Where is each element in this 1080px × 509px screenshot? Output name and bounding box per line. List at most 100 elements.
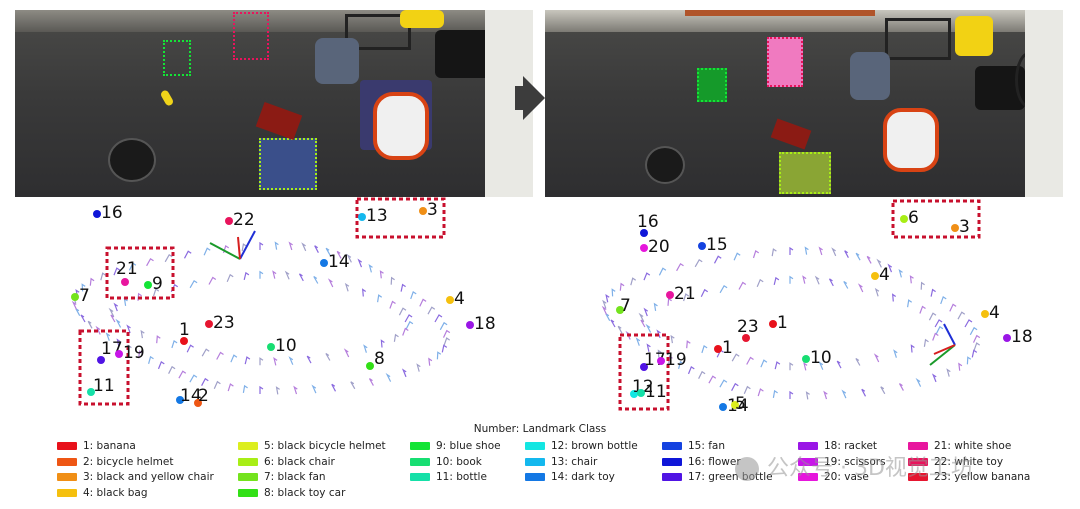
- yellow-chair: [400, 10, 444, 28]
- red-box: [256, 102, 302, 140]
- landmark-label: 11: [93, 376, 115, 396]
- camera-pose-marker: [921, 283, 924, 290]
- camera-pose-marker: [790, 277, 793, 284]
- camera-pose-marker: [677, 264, 684, 271]
- camera-pose-marker: [790, 248, 793, 255]
- camera-pose-marker: [911, 276, 914, 283]
- landmark-label: 13: [366, 206, 388, 226]
- camera-pose-marker: [833, 249, 836, 256]
- blue-shoe: [163, 40, 191, 76]
- camera-pose-marker: [790, 363, 793, 370]
- camera-pose-marker: [260, 387, 263, 394]
- camera-pose-marker: [405, 315, 412, 322]
- camera-pose-marker: [844, 282, 848, 289]
- camera-pose-marker: [364, 346, 367, 353]
- camera-pose-marker: [76, 309, 80, 316]
- landmark-point: [666, 291, 674, 299]
- legend-item: 5: black bicycle helmet: [238, 440, 386, 452]
- camera-pose-marker: [920, 307, 926, 314]
- camera-pose-marker: [620, 284, 624, 291]
- landmark-label: 20: [648, 237, 670, 257]
- camera-pose-marker: [747, 358, 754, 365]
- camera-pose-marker: [440, 323, 447, 330]
- camera-pose-marker: [260, 358, 263, 365]
- legend-swatch: [57, 489, 77, 497]
- camera-pose-marker: [941, 297, 947, 304]
- camera-pose-marker: [659, 268, 666, 275]
- legend-swatch: [662, 473, 682, 481]
- legend-swatch: [662, 442, 682, 450]
- landmark-label: 4: [989, 303, 1000, 323]
- camera-pose-marker: [273, 272, 276, 279]
- camera-pose-marker: [227, 275, 233, 282]
- camera-pose-marker: [277, 387, 280, 394]
- camera-pose-marker: [399, 308, 406, 315]
- camera-pose-marker: [734, 253, 740, 260]
- pink-toy-mask: [767, 37, 803, 87]
- legend-swatch: [57, 458, 77, 466]
- landmark-point: [466, 321, 474, 329]
- legend-item: 4: black bag: [57, 487, 148, 499]
- camera-pose-marker: [329, 280, 332, 287]
- landmark-label: 19: [665, 350, 687, 370]
- camera-pose-marker: [612, 289, 615, 296]
- landmark-label: 21: [674, 284, 696, 304]
- camera-pose-marker: [420, 299, 426, 306]
- camera-pose-marker: [720, 286, 727, 293]
- camera-pose-marker: [290, 358, 293, 365]
- camera-pose-marker: [391, 278, 394, 285]
- camera-pose-marker: [881, 387, 885, 394]
- camera-pose-marker: [428, 307, 435, 314]
- landmark-label: 19: [123, 343, 145, 363]
- camera-pose-marker: [411, 292, 417, 299]
- camera-pose-marker: [90, 279, 94, 286]
- legend-label: 4: black bag: [83, 487, 148, 499]
- camera-pose-marker: [406, 322, 413, 329]
- camera-pose-marker: [965, 320, 972, 327]
- camera-pose-marker: [88, 321, 92, 328]
- yellow-chair: [955, 16, 993, 56]
- camera-pose-marker: [435, 315, 442, 322]
- camera-pose-marker: [209, 278, 216, 285]
- camera-pose-marker: [117, 321, 121, 328]
- camera-pose-marker: [403, 329, 409, 336]
- landmark-label: 22: [233, 210, 255, 230]
- camera-pose-marker: [900, 384, 904, 391]
- camera-pose-marker: [147, 259, 154, 266]
- legend-swatch: [410, 458, 430, 466]
- landmark-label: 6: [908, 208, 919, 228]
- wechat-icon: [735, 457, 759, 481]
- landmark-label: 23: [737, 317, 759, 337]
- legend-title: Number: Landmark Class: [0, 423, 1080, 435]
- camera-pose-marker: [699, 372, 706, 379]
- landmark-label: 21: [116, 259, 138, 279]
- camera-pose-marker: [894, 351, 897, 358]
- camera-pose-marker: [739, 283, 746, 290]
- camera-pose-marker: [744, 387, 750, 394]
- legend-label: 2: bicycle helmet: [83, 456, 173, 468]
- camera-pose-marker: [611, 320, 615, 327]
- camera-pose-marker: [437, 352, 440, 359]
- camera-pose-marker: [967, 357, 970, 364]
- legend-item: 6: black chair: [238, 456, 335, 468]
- landmark-label: 1: [179, 320, 190, 340]
- trajectory-right: [603, 248, 980, 400]
- landmark-point: [366, 362, 374, 370]
- camera-pose-marker: [228, 384, 233, 391]
- camera-pose-marker: [837, 361, 841, 368]
- gray-bag: [850, 52, 890, 100]
- landmarks-right: 16201563472141823111017191211145: [616, 208, 1033, 416]
- landmark-label: 3: [959, 217, 970, 237]
- camera-pose-marker: [378, 295, 382, 302]
- landmark-label: 15: [706, 235, 728, 255]
- camera-pose-marker: [775, 362, 780, 369]
- camera-pose-marker: [346, 284, 349, 291]
- camera-pose-marker: [637, 339, 640, 346]
- landmark-point: [115, 350, 123, 358]
- camera-pose-marker: [859, 285, 862, 292]
- landmark-label: 2: [198, 386, 209, 406]
- landmark-label: 4: [454, 289, 465, 309]
- landmark-point: [1003, 334, 1011, 342]
- camera-pose-marker: [757, 280, 763, 287]
- camera-pose-marker: [401, 285, 406, 292]
